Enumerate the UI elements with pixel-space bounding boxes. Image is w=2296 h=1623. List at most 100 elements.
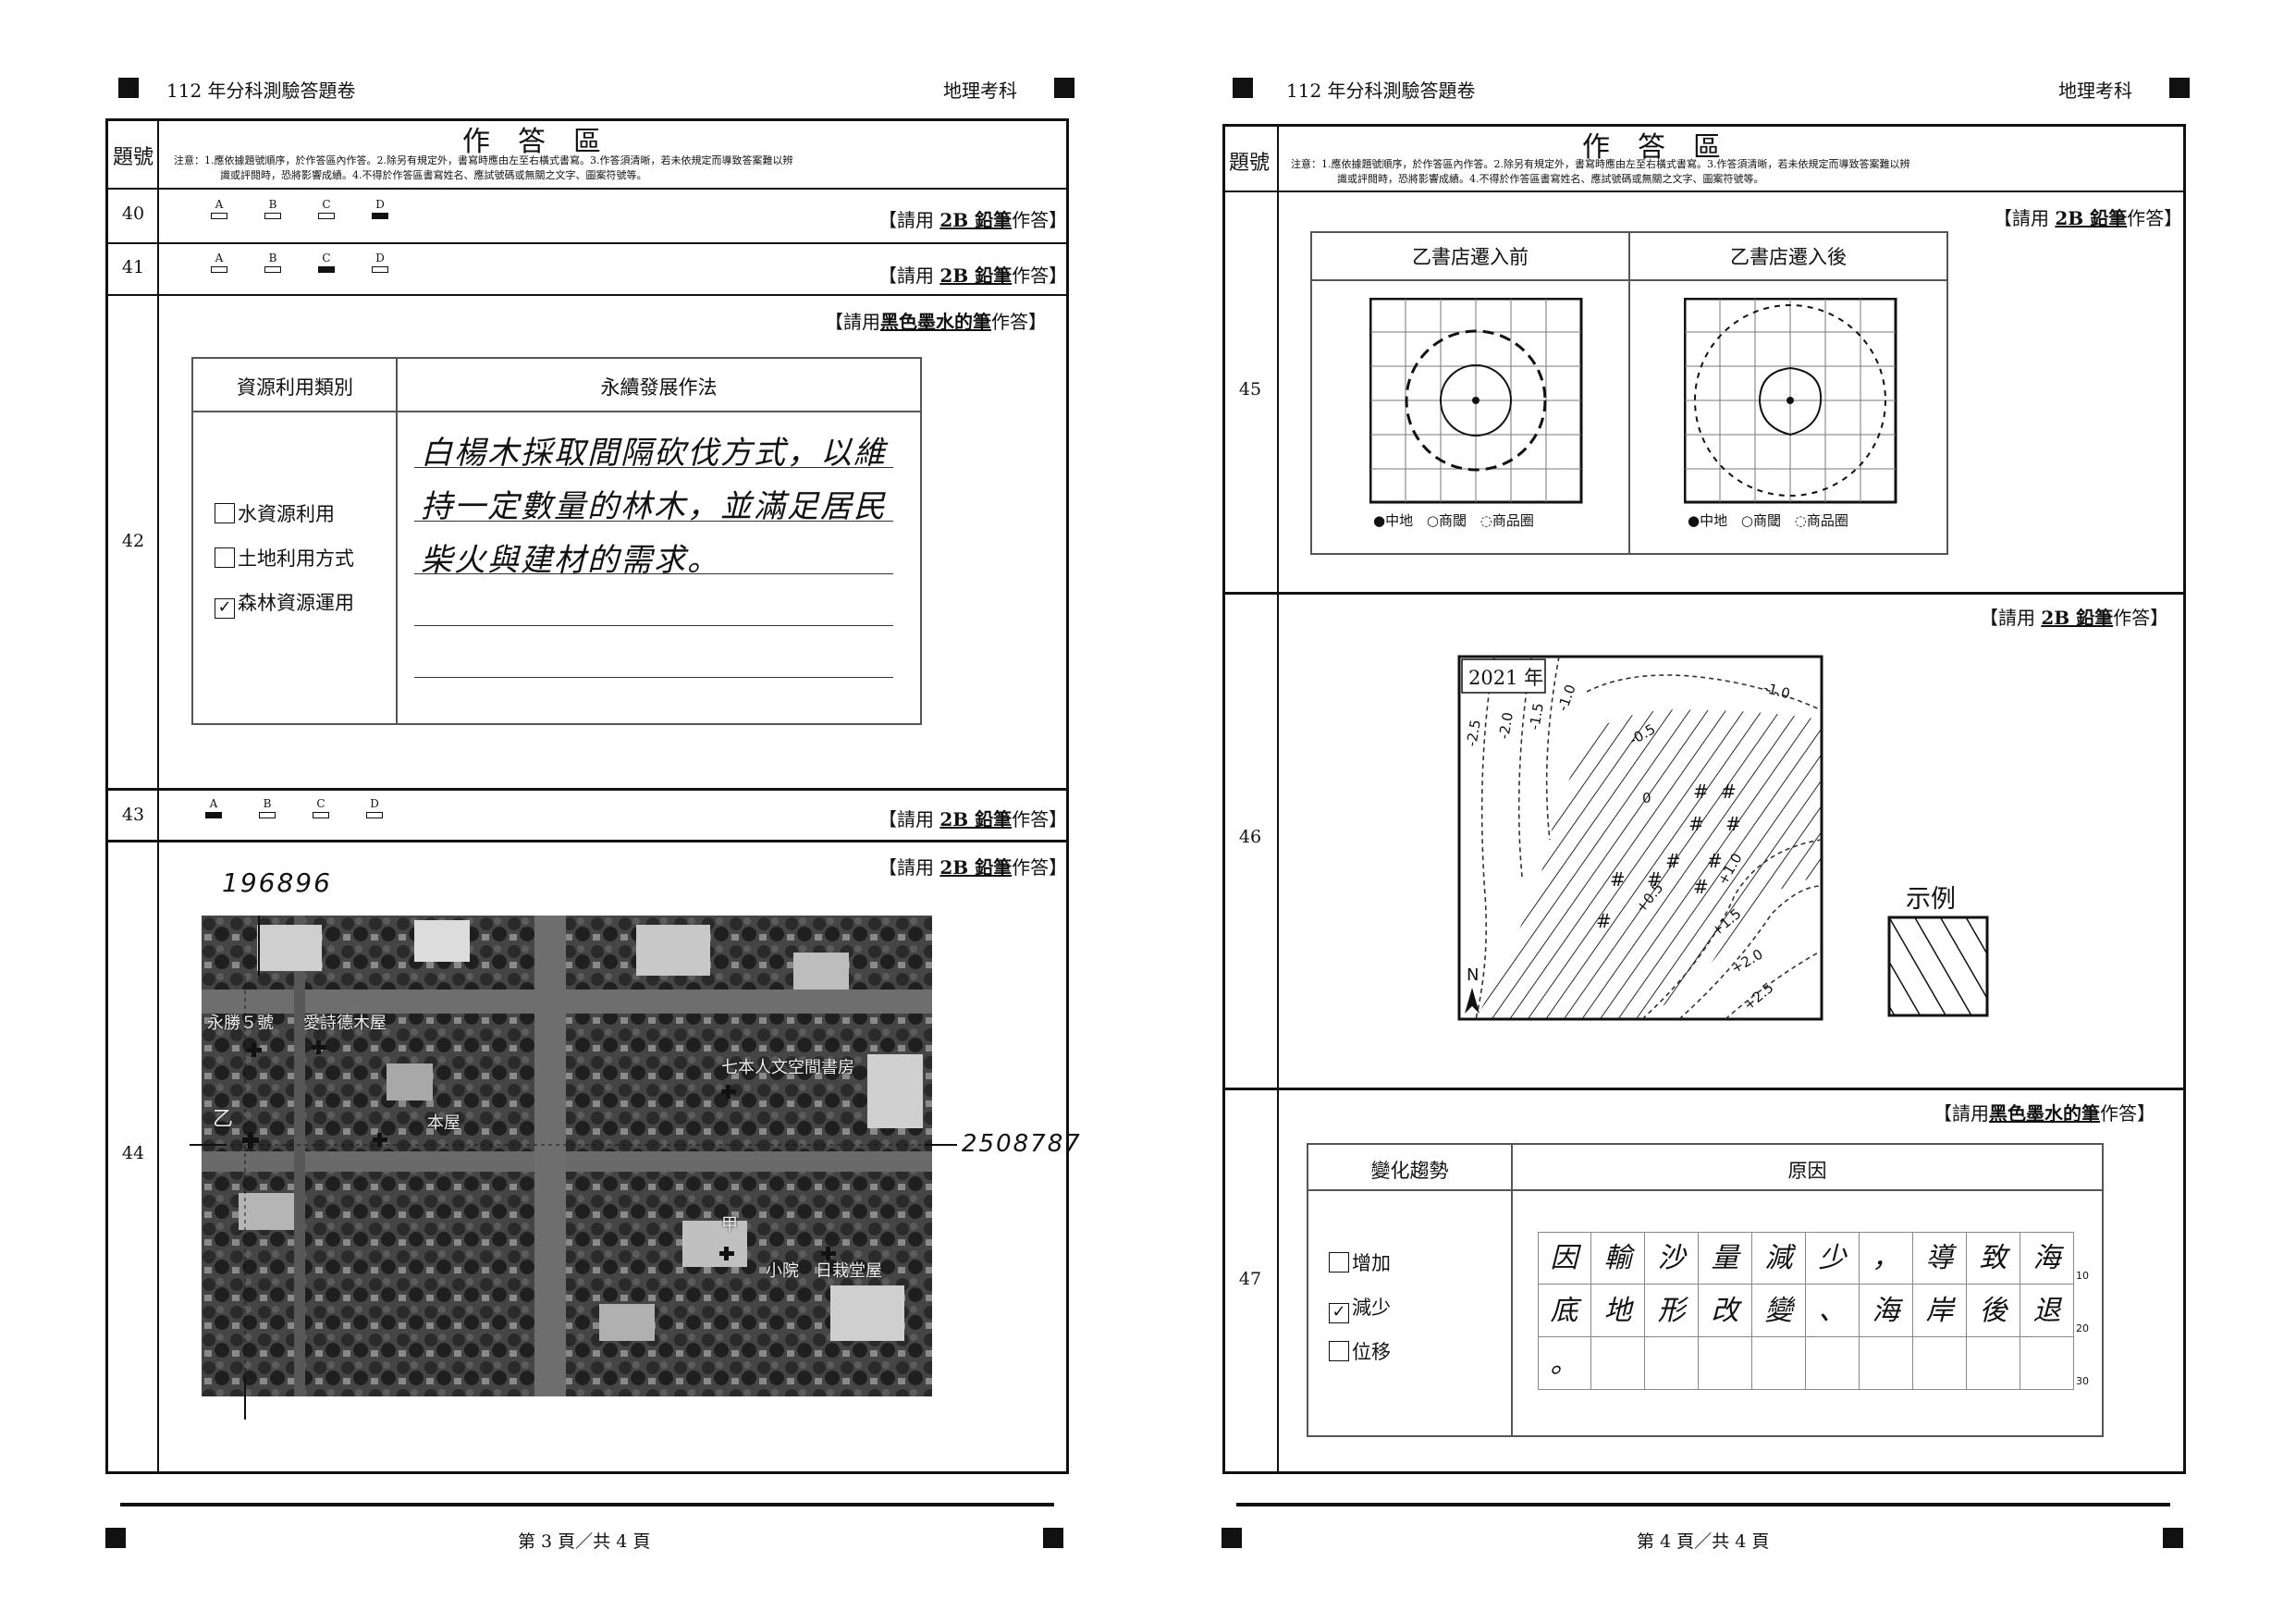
option-bubble-c[interactable]: C bbox=[316, 198, 337, 219]
grid-cell[interactable] bbox=[1806, 1337, 1860, 1390]
grid-cell[interactable]: 底 bbox=[1538, 1285, 1591, 1337]
answer-area-title: 作 答 區 bbox=[1582, 131, 1721, 164]
column-divider bbox=[157, 120, 159, 1472]
question-number: 44 bbox=[121, 1143, 145, 1163]
grid-cell[interactable] bbox=[1591, 1337, 1645, 1390]
empty-box-icon bbox=[1329, 1341, 1349, 1361]
grid-cell[interactable] bbox=[1913, 1337, 1967, 1390]
grid-cell[interactable] bbox=[1752, 1337, 1806, 1390]
option-bubble-c[interactable]: C bbox=[311, 797, 331, 818]
option-letter: C bbox=[322, 252, 331, 264]
question-number: 41 bbox=[121, 257, 145, 277]
answer-note-line2: 識或評閱時，恐將影響成績。4.不得於作答區書寫姓名、應試號碼或無關之文字、圖案符… bbox=[220, 169, 647, 181]
handwritten-answer: 白楊木採取間隔砍伐方式，以維 bbox=[421, 435, 887, 472]
page-footer: 第 4 頁／共 4 頁 bbox=[1637, 1531, 1770, 1552]
choice-label: 增加 bbox=[1352, 1252, 1391, 1274]
grid-cell[interactable]: 海 bbox=[2020, 1232, 2074, 1285]
grid-cell[interactable]: 海 bbox=[1860, 1285, 1913, 1337]
grid-cell[interactable]: 地 bbox=[1591, 1285, 1645, 1337]
legend-swatch bbox=[1887, 916, 1989, 1017]
grid-cell[interactable]: 因 bbox=[1538, 1232, 1591, 1285]
handwritten-annotation: 196896 bbox=[222, 867, 332, 898]
footer-rule bbox=[120, 1503, 1054, 1506]
q47-col1-header: 變化趨勢 bbox=[1370, 1160, 1449, 1182]
choice-label: 水資源利用 bbox=[238, 503, 335, 525]
before-grid-map bbox=[1369, 298, 1583, 504]
empty-box-icon bbox=[1329, 1252, 1349, 1273]
option-letter: D bbox=[370, 797, 379, 810]
map-label: 永勝５號 bbox=[207, 1014, 274, 1033]
choice-1[interactable]: 土地利用方式 bbox=[215, 544, 354, 572]
choice-0[interactable]: 水資源利用 bbox=[215, 499, 335, 527]
option-bubble-b[interactable]: B bbox=[257, 797, 277, 818]
page-4: 112 年分科測驗答題卷 地理考科 題號 作 答 區 注意：1.應依據題號順序，… bbox=[1148, 0, 2296, 1623]
central-place-icon: ● bbox=[1373, 512, 1386, 529]
q42-col1-header: 資源利用類別 bbox=[237, 376, 353, 399]
option-letter: A bbox=[215, 252, 224, 264]
grid-cell[interactable]: 。 bbox=[1538, 1337, 1591, 1390]
option-bubble-c[interactable]: C bbox=[316, 252, 337, 273]
central-place-icon: ● bbox=[1688, 512, 1701, 529]
grid-cell[interactable]: 改 bbox=[1699, 1285, 1752, 1337]
map-label: 愛詩德木屋 bbox=[303, 1014, 387, 1033]
grid-cell[interactable]: 致 bbox=[1967, 1232, 2020, 1285]
grid-cell[interactable] bbox=[1860, 1337, 1913, 1390]
grid-cell[interactable] bbox=[2020, 1337, 2074, 1390]
empty-box-icon bbox=[215, 503, 235, 523]
legend-before: ●中地 ○商閾 ◌商品圈 bbox=[1373, 512, 1534, 529]
grid-cell[interactable]: 退 bbox=[2020, 1285, 2074, 1337]
legend-title: 示例 bbox=[1906, 885, 1956, 914]
q47-table bbox=[1307, 1143, 2104, 1437]
option-bubble-d[interactable]: D bbox=[370, 252, 390, 273]
contour-map: ## ## ## ### # -2.5 -2.0 -1.5 -1.0 -1.0 … bbox=[1457, 655, 1823, 1021]
option-bubble-a[interactable]: A bbox=[209, 198, 229, 219]
grid-cell[interactable]: 導 bbox=[1913, 1232, 1967, 1285]
option-bubble-d[interactable]: D bbox=[370, 198, 390, 219]
choice-label: 位移 bbox=[1352, 1341, 1391, 1363]
question-number: 46 bbox=[1238, 827, 1262, 847]
grid-cell[interactable]: 量 bbox=[1699, 1232, 1752, 1285]
corner-mark bbox=[2163, 1528, 2183, 1548]
grid-cell[interactable]: 形 bbox=[1645, 1285, 1699, 1337]
grid-cell[interactable]: ， bbox=[1860, 1232, 1913, 1285]
grid-cell[interactable]: 變 bbox=[1752, 1285, 1806, 1337]
answer-area-title: 作 答 區 bbox=[462, 126, 601, 158]
range-icon: ◌ bbox=[1480, 512, 1492, 529]
option-bubble-a[interactable]: A bbox=[209, 252, 229, 273]
corner-mark bbox=[1043, 1528, 1063, 1548]
grid-cell[interactable]: 減 bbox=[1752, 1232, 1806, 1285]
option-letter: C bbox=[322, 198, 331, 211]
option-bubble-d[interactable]: D bbox=[364, 797, 385, 818]
choice-2[interactable]: ✓森林資源運用 bbox=[215, 588, 354, 619]
svg-text:#: # bbox=[1665, 850, 1681, 872]
corner-mark bbox=[2169, 78, 2190, 98]
choice-1[interactable]: ✓減少 bbox=[1329, 1293, 1391, 1323]
grid-cell[interactable] bbox=[1645, 1337, 1699, 1390]
option-bubble-a[interactable]: A bbox=[203, 797, 224, 818]
svg-text:N: N bbox=[1467, 965, 1479, 985]
grid-cell[interactable] bbox=[1967, 1337, 2020, 1390]
grid-cell[interactable]: 輸 bbox=[1591, 1232, 1645, 1285]
answer-note-line1: 注意：1.應依據題號順序，於作答區內作答。2.除另有規定外，書寫時應由左至右橫式… bbox=[174, 154, 793, 166]
choice-2[interactable]: 位移 bbox=[1329, 1337, 1391, 1365]
aerial-texture bbox=[202, 916, 932, 1396]
question-number: 47 bbox=[1238, 1269, 1262, 1289]
answer-frame bbox=[1222, 124, 2186, 1474]
grid-cell[interactable] bbox=[1699, 1337, 1752, 1390]
pencil-instruction: 【請用 2B 鉛筆作答】 bbox=[878, 808, 1068, 830]
question-number: 45 bbox=[1238, 379, 1262, 400]
pencil-instruction: 【請用 2B 鉛筆作答】 bbox=[1980, 607, 2169, 629]
exam-title: 112 年分科測驗答題卷 bbox=[166, 80, 356, 102]
grid-cell[interactable]: 、 bbox=[1806, 1285, 1860, 1337]
option-letter: D bbox=[375, 198, 385, 211]
option-bubble-b[interactable]: B bbox=[263, 252, 283, 273]
choice-0[interactable]: 增加 bbox=[1329, 1248, 1391, 1276]
grid-cell[interactable]: 後 bbox=[1967, 1285, 2020, 1337]
page-3: 112 年分科測驗答題卷 地理考科 題號 作 答 區 注意：1.應依據題號順序，… bbox=[105, 78, 1080, 1552]
svg-text:#: # bbox=[1693, 876, 1709, 898]
grid-cell[interactable]: 少 bbox=[1806, 1232, 1860, 1285]
option-bubble-b[interactable]: B bbox=[263, 198, 283, 219]
grid-cell[interactable]: 岸 bbox=[1913, 1285, 1967, 1337]
pencil-instruction: 【請用 2B 鉛筆作答】 bbox=[878, 209, 1068, 231]
grid-cell[interactable]: 沙 bbox=[1645, 1232, 1699, 1285]
